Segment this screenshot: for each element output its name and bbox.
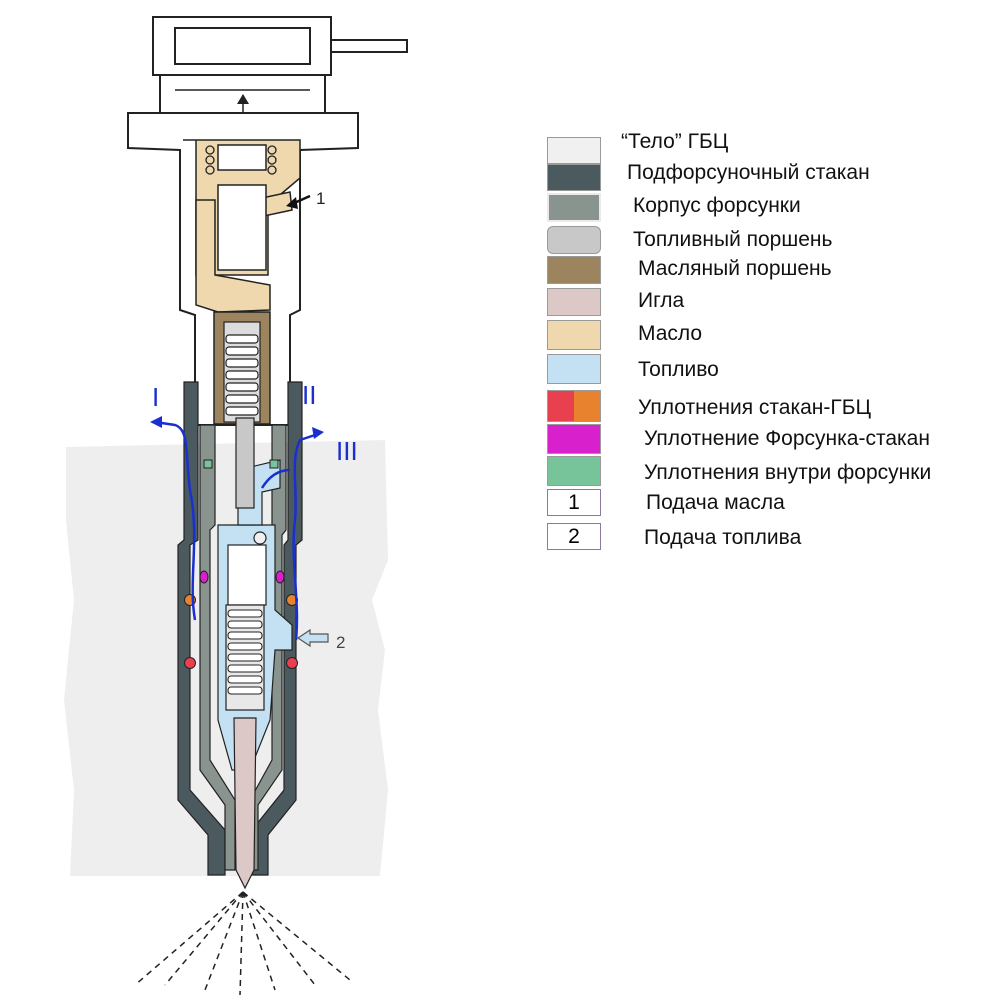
needle: [233, 717, 257, 890]
legend-number-1: 1: [547, 489, 601, 516]
legend-swatch-oil-piston: [547, 256, 601, 284]
legend-label-seal-injector-sleeve: Уплотнение Форсунка-стакан: [644, 427, 930, 450]
seals-internal: [203, 459, 279, 469]
legend-label-sleeve: Подфорсуночный стакан: [627, 161, 870, 184]
callout-2-arrow: [296, 628, 329, 648]
callout-2: 2: [336, 633, 345, 652]
legend-label-fuel-piston: Топливный поршень: [633, 228, 833, 251]
legend-label-needle: Игла: [638, 289, 685, 312]
check-ball: [253, 531, 267, 545]
fuel-piston-stem: [235, 417, 255, 509]
sleeve-right: [251, 381, 303, 876]
legend-label-fuel: Топливо: [638, 358, 719, 381]
legend-swatch-fuel: [547, 354, 601, 384]
connector: [152, 16, 408, 114]
legend-label-injector-body: Корпус форсунки: [633, 194, 801, 217]
seals-injector-sleeve: [199, 570, 285, 584]
legend-swatch-sleeve: [547, 164, 601, 191]
callout-1: 1: [316, 189, 325, 208]
valve-cap: [217, 144, 267, 171]
legend-swatch-head-body: [547, 137, 601, 164]
legend-swatch-oil: [547, 320, 601, 350]
fuel-piston-bore: [227, 544, 267, 606]
legend-swatch-seal-injector-sleeve: [547, 424, 601, 454]
legend-label-fuel-supply: Подача топлива: [644, 526, 802, 549]
legend-swatch-seals-internal: [547, 456, 601, 486]
needle-spring: [227, 609, 263, 695]
legend-swatch-needle: [547, 288, 601, 316]
flow-label-III: III: [336, 436, 358, 466]
oil-channel-side: [195, 199, 271, 313]
flow-label-I: I: [152, 382, 159, 412]
oil-piston-spring: [225, 334, 259, 416]
legend-label-oil-supply: Подача масла: [646, 491, 785, 514]
upper-spring: [205, 145, 277, 175]
legend-swatch-fuel-piston: [547, 226, 601, 254]
legend-label-oil: Масло: [638, 322, 703, 345]
inner-cavity: [217, 184, 267, 271]
flow-arrowheads: [150, 416, 324, 439]
callout-1-arrow: [286, 194, 311, 209]
legend-label-seals-internal: Уплотнения внутри форсунки: [644, 461, 932, 484]
legend-swatch-seals-sleeve-head: [547, 390, 601, 422]
legend-label-head-body: “Тело” ГБЦ: [621, 130, 729, 153]
flow-label-II: II: [302, 380, 316, 410]
flow-lines: [154, 420, 319, 641]
injector-body-right: [249, 424, 287, 871]
legend-number-2: 2: [547, 523, 601, 550]
sleeve-left: [177, 381, 226, 876]
fuel-spray: [134, 891, 351, 996]
legend-label-oil-piston: Масляный поршень: [638, 257, 832, 280]
legend-label-seals-sleeve-head: Уплотнения стакан-ГБЦ: [638, 396, 872, 419]
legend-swatch-injector-body: [547, 193, 601, 222]
